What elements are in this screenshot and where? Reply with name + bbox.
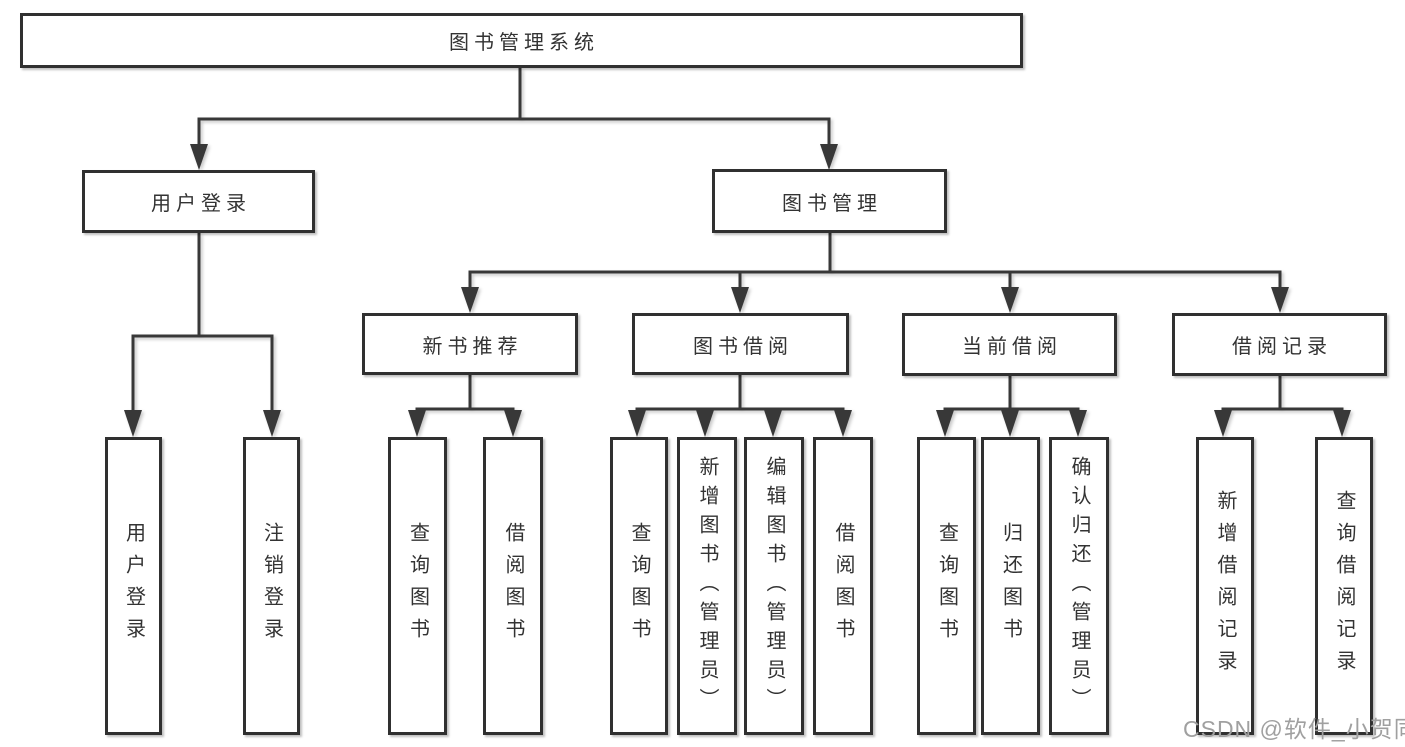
node-library-management-system: 图书管理系统 (20, 13, 1023, 68)
leaf-query-books-borrowing: 查询图书 (610, 437, 668, 735)
leaf-add-book-admin: 新增图书（管理员） (677, 437, 737, 735)
connector-new-book-recommend (408, 375, 522, 437)
node-user-login-group: 用户登录 (82, 170, 315, 233)
leaf-logout: 注销登录 (243, 437, 300, 735)
connector-book-borrowing (628, 375, 852, 437)
node-book-management: 图书管理 (712, 169, 947, 233)
connector-user-login (124, 233, 281, 437)
node-current-borrowing: 当前借阅 (902, 313, 1117, 376)
csdn-watermark: CSDN @软件_小贺同学 (1183, 716, 1405, 742)
leaf-user-login: 用户登录 (105, 437, 162, 735)
node-book-borrowing: 图书借阅 (632, 313, 849, 375)
node-new-book-recommend: 新书推荐 (362, 313, 578, 375)
connector-current-borrowing (936, 375, 1087, 437)
leaf-query-books-recommend: 查询图书 (388, 437, 447, 735)
connector-borrow-records (1214, 375, 1351, 437)
leaf-edit-book-admin: 编辑图书（管理员） (744, 437, 804, 735)
connector-root (190, 68, 838, 170)
leaf-add-borrow-record: 新增借阅记录 (1196, 437, 1254, 735)
node-borrow-records: 借阅记录 (1172, 313, 1387, 376)
leaf-borrow-books: 借阅图书 (813, 437, 873, 735)
leaf-borrow-books-recommend: 借阅图书 (483, 437, 543, 735)
leaf-query-borrow-record: 查询借阅记录 (1315, 437, 1373, 735)
leaf-query-books-current: 查询图书 (917, 437, 976, 735)
connector-book-management (461, 233, 1289, 313)
leaf-confirm-return-admin: 确认归还（管理员） (1049, 437, 1109, 735)
leaf-return-book: 归还图书 (981, 437, 1040, 735)
